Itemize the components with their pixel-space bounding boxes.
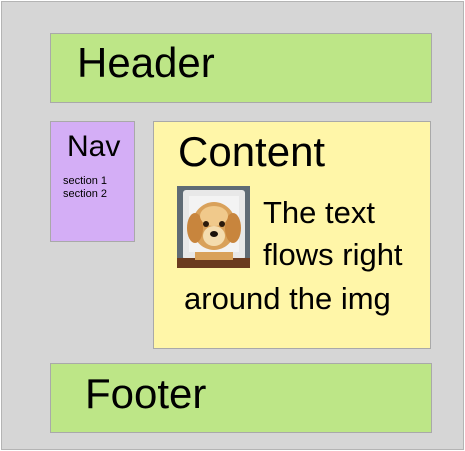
header-box: Header xyxy=(50,33,432,103)
nav-list: section 1 section 2 xyxy=(63,175,107,201)
header-title: Header xyxy=(77,39,215,86)
content-text-line-2: flows right xyxy=(263,237,403,272)
content-text-line-1: The text xyxy=(263,195,375,230)
content-box: Content The text flows xyxy=(153,121,431,349)
nav-box: Nav section 1 section 2 xyxy=(50,121,135,242)
content-title: Content xyxy=(178,128,326,175)
nav-item-section-1[interactable]: section 1 xyxy=(63,175,108,187)
footer-title: Footer xyxy=(85,370,207,417)
nav-item-section-2[interactable]: section 2 xyxy=(63,188,108,200)
footer-box: Footer xyxy=(50,363,432,433)
content-text-line-3: around the img xyxy=(184,281,391,316)
nav-title: Nav xyxy=(67,130,121,163)
dog-photo-icon xyxy=(177,186,250,268)
